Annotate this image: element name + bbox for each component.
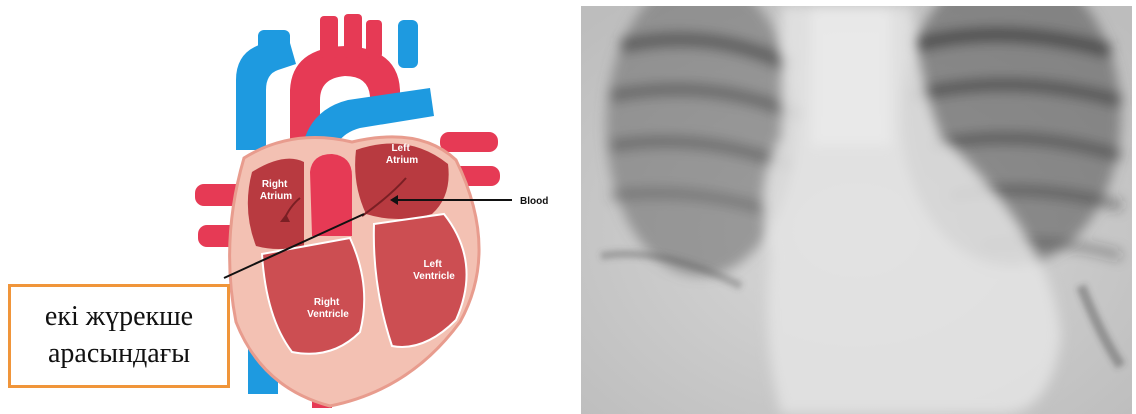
right-atrium-chamber [248, 159, 304, 249]
callout-line-2: арасындағы [11, 335, 227, 372]
callout-box: екі жүрекше арасындағы [8, 284, 230, 388]
superior-vena-cava [236, 36, 296, 150]
aortic-branch-3 [366, 20, 382, 58]
pulmonary-artery-branch [398, 20, 418, 68]
chest-xray-image [581, 6, 1132, 414]
aorta-trunk [310, 154, 352, 236]
blood-label: Blood [520, 196, 548, 207]
right-atrium-label: Right Atrium [260, 179, 292, 202]
vena-cava-top [258, 30, 290, 52]
callout-line-1: екі жүрекше [11, 298, 227, 335]
pulmonary-vein-upper-right [440, 132, 498, 152]
aortic-branch-2 [344, 14, 362, 58]
aortic-branch-1 [320, 16, 338, 58]
heart-drawing: Right Atrium Left Atrium Right Ventricle… [195, 14, 548, 408]
